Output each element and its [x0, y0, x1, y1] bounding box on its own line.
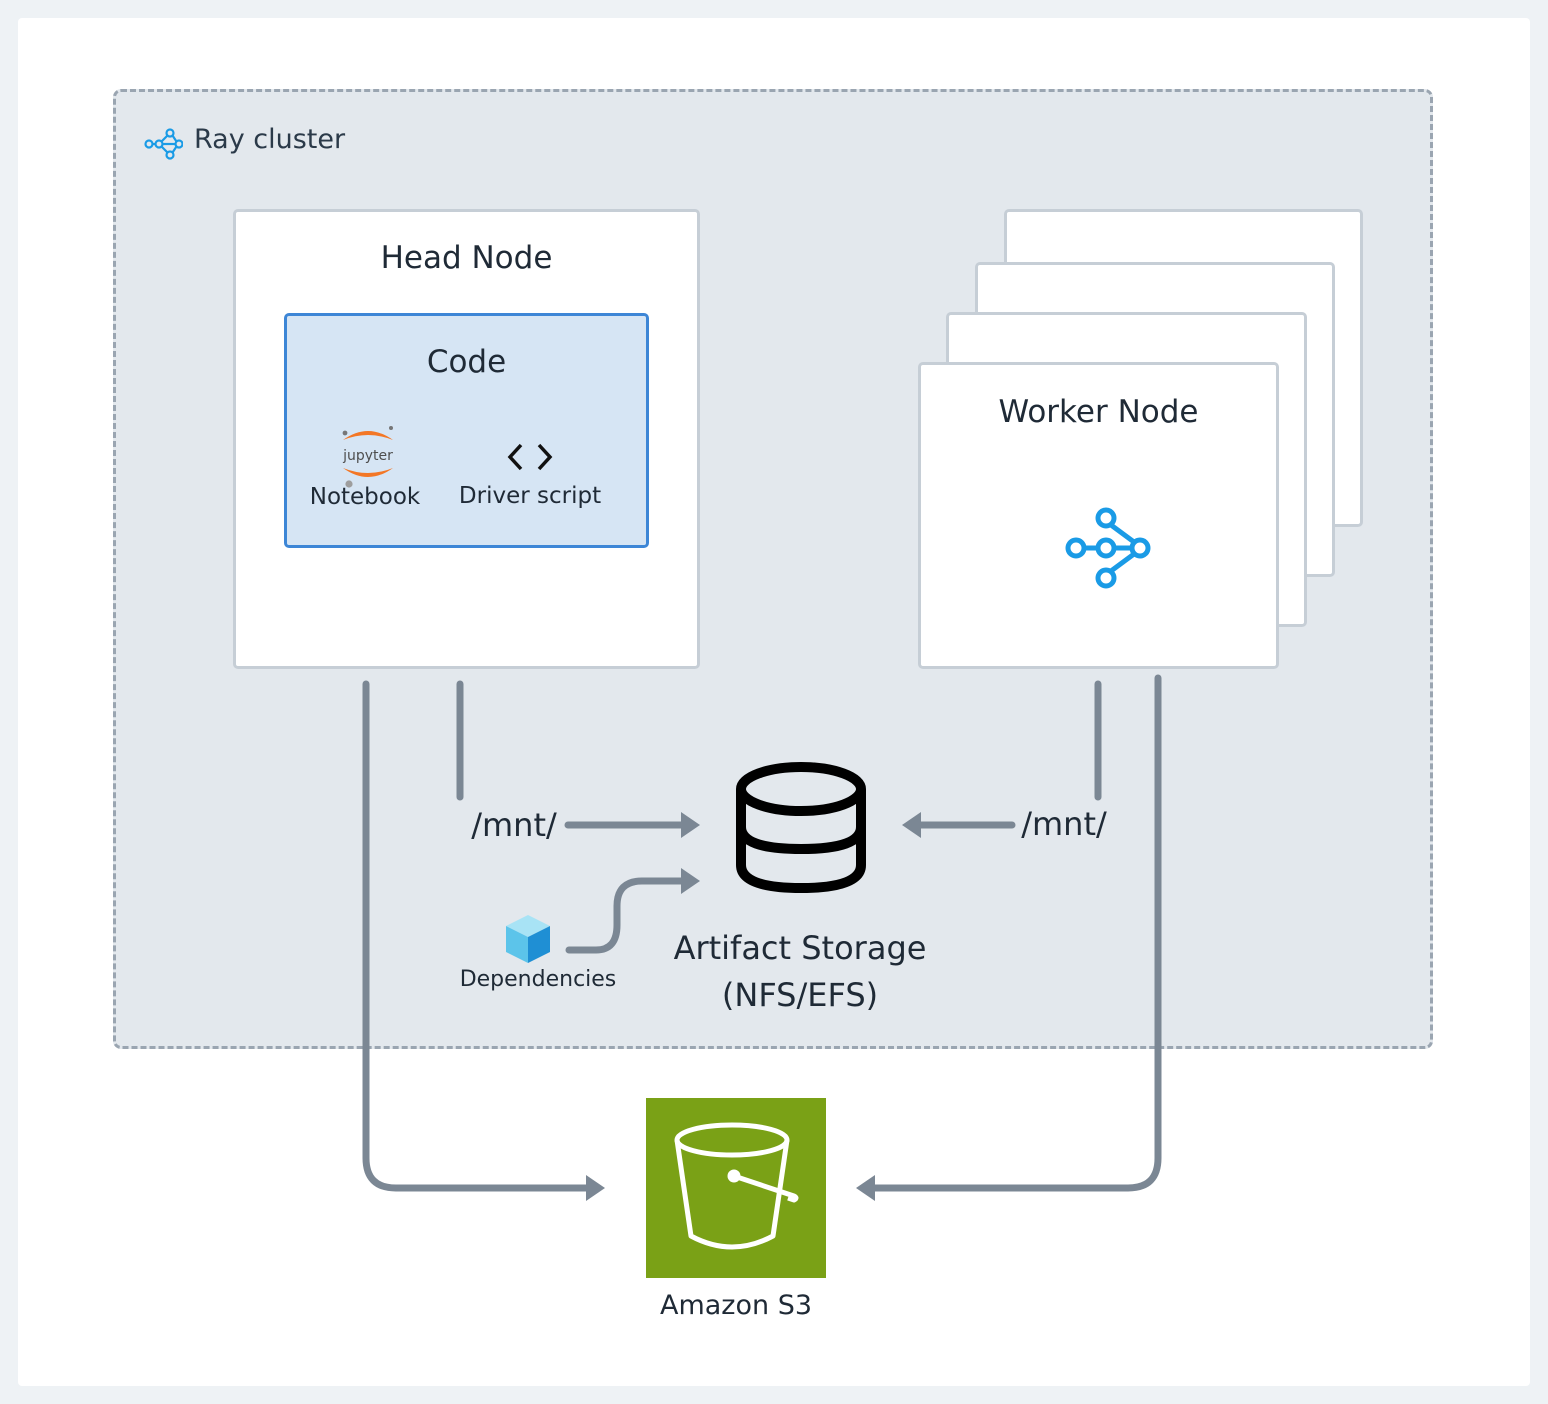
notebook-label: Notebook	[309, 484, 421, 510]
storage-label-line1: Artifact Storage	[673, 929, 927, 967]
arrowhead-dependencies	[681, 868, 700, 894]
head-to-s3-line	[362, 680, 592, 1192]
ray-worker-icon	[1065, 507, 1151, 589]
s3-label: Amazon S3	[659, 1290, 813, 1321]
arrowhead-head-s3	[586, 1175, 605, 1201]
right-mount-label: /mnt/	[1021, 805, 1107, 843]
worker-to-s3-line	[866, 674, 1162, 1192]
jupyter-logo-text: jupyter	[342, 448, 393, 464]
arrowhead-worker-s3	[856, 1175, 875, 1201]
s3-bucket-icon	[674, 1122, 799, 1250]
dependencies-label: Dependencies	[459, 967, 617, 992]
worker-node-title: Worker Node	[998, 394, 1199, 430]
ray-logo-icon	[144, 128, 183, 160]
code-brackets-icon	[507, 443, 553, 471]
arrowhead-right-mount	[902, 812, 921, 838]
code-box	[284, 313, 649, 548]
jupyter-icon: jupyter	[342, 426, 393, 488]
driver-script-label: Driver script	[458, 483, 602, 509]
ray-cluster-label: Ray cluster	[194, 124, 346, 155]
storage-label-line2: (NFS/EFS)	[721, 976, 879, 1014]
database-icon	[736, 762, 866, 894]
arrowhead-left-mount	[681, 812, 700, 838]
left-mount-label: /mnt/	[471, 806, 557, 844]
head-node-title: Head Node	[380, 240, 553, 276]
dependencies-cube-icon	[506, 915, 550, 963]
dependencies-arrow-line	[565, 877, 692, 954]
code-title: Code	[426, 344, 507, 380]
s3-tile	[646, 1098, 826, 1278]
